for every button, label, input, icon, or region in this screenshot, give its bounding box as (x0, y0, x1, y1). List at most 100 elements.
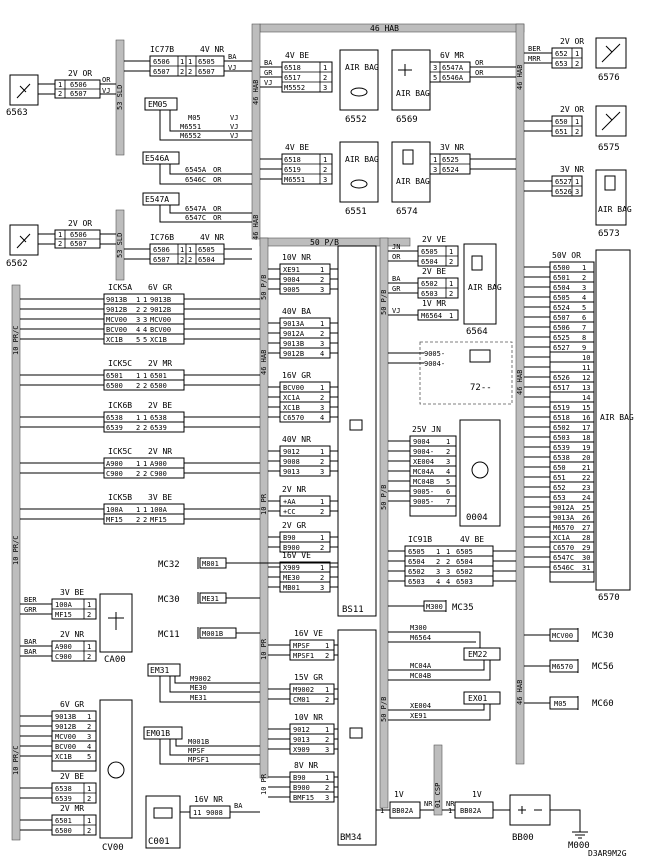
component-mc60-label: MC60 (592, 699, 614, 709)
wire-row-line (524, 446, 594, 453)
wire-row: 9013A (553, 514, 575, 522)
bus-pb-top-label: 50 P/B (310, 238, 339, 247)
wire-row-line (268, 698, 338, 705)
color-GR: GR (392, 285, 401, 293)
spec-6576: 2V OR (560, 37, 584, 46)
pin: 19 (582, 444, 590, 452)
wire-653: 653 (555, 60, 568, 68)
ground-mc60-wire (524, 696, 579, 710)
wire-row: 6546C (553, 564, 574, 572)
pin: 6 (446, 488, 450, 496)
wire-row-line (524, 466, 594, 473)
pin: 1 (87, 817, 91, 825)
pinblock-6564a-grid (418, 246, 458, 266)
wire-row: 6517 (553, 384, 570, 392)
wire-6506: 6506 (70, 81, 87, 89)
component-bs11 (337, 245, 377, 617)
wire-6538: 6538 (55, 785, 72, 793)
wire-row: MPSF1 (293, 652, 314, 660)
wire-row: C6570 (553, 544, 574, 552)
component-6574 (391, 141, 431, 203)
pin: 1 (449, 280, 453, 288)
pin: 3 (446, 458, 450, 466)
pin: 14 (582, 394, 590, 402)
color-JN: JN (392, 243, 400, 251)
wire-row-line (20, 508, 260, 515)
component-mc30b-label: MC30 (158, 595, 180, 605)
pin: 4 (446, 578, 450, 586)
pin: 3 (446, 568, 450, 576)
pin: 28 (582, 534, 590, 542)
connector-ick-spec: 2V NR (148, 447, 172, 456)
bus-sld-low-label: 53 SLD (116, 233, 124, 258)
pin: 1 (188, 58, 192, 66)
pin: 1 (436, 548, 440, 556)
pin: 1 (575, 178, 579, 186)
wire-row: 6503 (456, 578, 473, 586)
pin: 2 (436, 558, 440, 566)
wire-M6552: M6552 (180, 132, 201, 140)
wire-row: 9012 (293, 726, 310, 734)
bm34-group-block (289, 771, 335, 803)
pin: 3 (433, 166, 437, 174)
wire-row: 6501 (106, 372, 123, 380)
spec-cv00a: 6V GR (60, 700, 84, 709)
wire-row: 9012B (55, 723, 76, 731)
pin: 1 (143, 296, 147, 304)
clock-spring-icon (107, 761, 125, 779)
pin: 27 (582, 524, 590, 532)
wire-row-line (524, 496, 594, 503)
wire-row: B90 (283, 534, 296, 542)
wire-row: 6500 (553, 264, 570, 272)
pin: 2 (320, 276, 324, 284)
pin: 1 (180, 58, 184, 66)
bus-pb-v2-label: 50 P/B (380, 290, 388, 315)
connector-ick-spec: 2V BE (148, 401, 172, 410)
wire-row: BCV00 (283, 384, 304, 392)
pin: 1 (325, 686, 329, 694)
splice-em31-label: EM31 (150, 666, 169, 675)
wire-row: 6505 (456, 548, 473, 556)
pin: 1 (325, 774, 329, 782)
pin: 2 (87, 723, 91, 731)
wire-6505: 6505 (421, 248, 438, 256)
wire-A900: A900 (55, 643, 72, 651)
pin: 2 (323, 166, 327, 174)
wire-row: 6504 (553, 284, 570, 292)
wire-row: 6503 (553, 434, 570, 442)
steering-wheel-icon (350, 87, 368, 97)
ground-mc30b-wire (197, 592, 260, 604)
wire-MCV00: MCV00 (552, 632, 573, 640)
wire-row-line (20, 308, 260, 315)
pin: 2 (325, 696, 329, 704)
wire-row-line (268, 322, 338, 329)
wire-row-line (268, 738, 338, 745)
wire-row: 100A (106, 506, 124, 514)
wire-row-line (268, 352, 338, 359)
pin: 1 (320, 266, 324, 274)
wire-BB02A: BB02A (460, 807, 482, 815)
wire-row-line (20, 318, 260, 325)
pin: 3 (320, 584, 324, 592)
wires-ca00 (20, 603, 52, 657)
wire-row: 9012B (106, 306, 127, 314)
wire-row-line (268, 268, 338, 275)
wire-row: A900 (150, 460, 167, 468)
connector-ic76b-spec: 4V NR (200, 233, 224, 242)
wire-6505: 6505 (198, 58, 215, 66)
pin: 5 (136, 336, 140, 344)
plug-icon (398, 64, 412, 76)
wire-6501: 6501 (55, 817, 72, 825)
connector-ic77b-spec: 4V NR (200, 45, 224, 54)
component-mc56-label: MC56 (592, 662, 614, 672)
pin: 6 (582, 314, 586, 322)
splice-em01b (143, 726, 183, 740)
color-GRR: GRR (24, 606, 37, 614)
pin: 15 (582, 404, 590, 412)
seat-sensor-icon (601, 43, 621, 63)
wire-6504: 6504 (421, 258, 438, 266)
pin: 1 (136, 372, 140, 380)
wire-row-line (20, 416, 260, 423)
